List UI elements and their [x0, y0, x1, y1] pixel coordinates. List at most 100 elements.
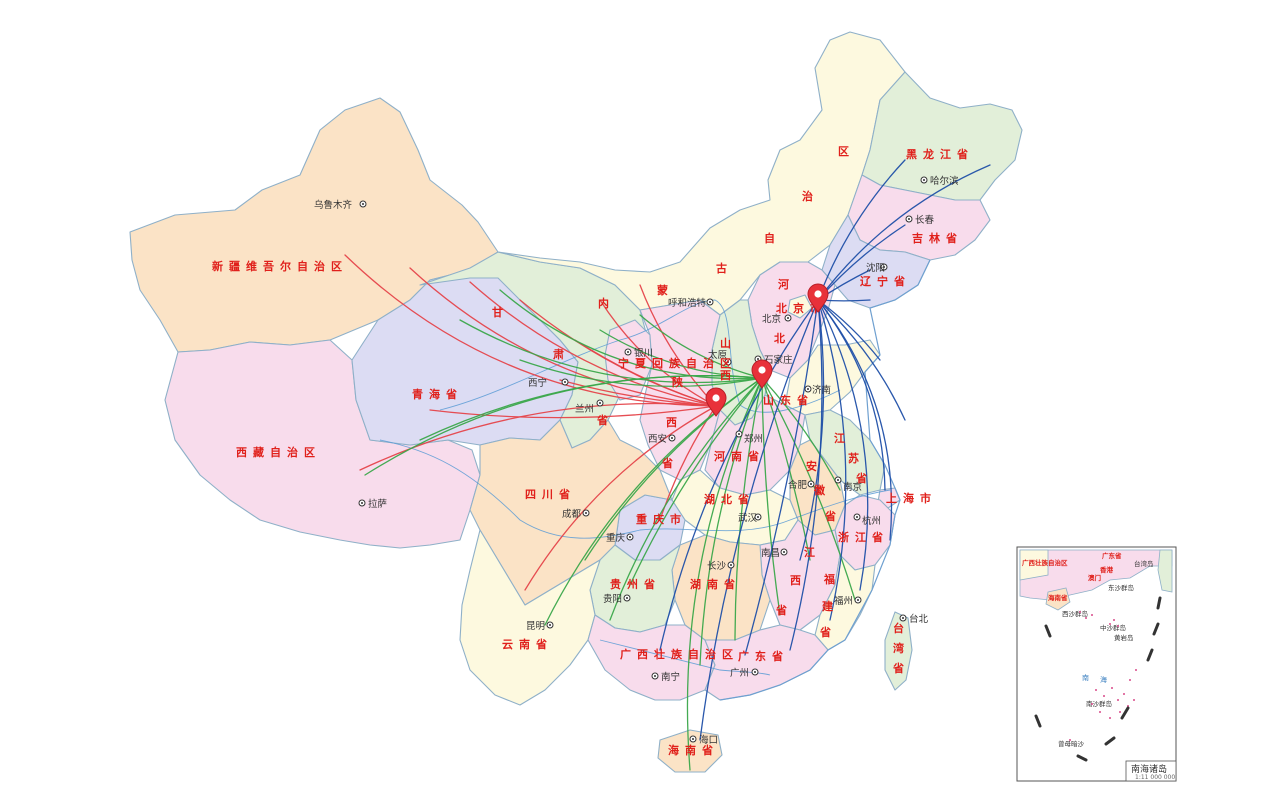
inset-title: 南海诸岛: [1131, 763, 1167, 775]
city-lhasa[interactable]: 拉萨: [358, 498, 388, 510]
region-label-fujian-1: 福: [823, 572, 841, 586]
region-label-gansu-2: 肃: [553, 347, 570, 361]
city-changsha[interactable]: 长沙: [707, 560, 735, 572]
city-label-jinan: 济南: [812, 384, 831, 396]
inset-scale: 1:11 000 000: [1135, 774, 1175, 781]
inset-label-sea-1: 南: [1082, 673, 1089, 682]
flow-line: [761, 377, 781, 616]
province-taiwan[interactable]: [884, 611, 913, 691]
region-label-jilin: 吉林省: [912, 231, 963, 245]
region-label-hubei: 湖北省: [704, 492, 755, 506]
city-label-xining: 西宁: [528, 377, 547, 389]
inset-guangxi: [1019, 549, 1049, 581]
region-label-ningxia: 宁夏回族自治区: [618, 356, 737, 370]
city-xining[interactable]: 西宁: [528, 377, 569, 389]
city-shenyang[interactable]: 沈阳: [866, 262, 888, 274]
city-label-haikou: 海口: [699, 734, 718, 746]
region-label-fujian-3: 省: [819, 625, 837, 639]
city-fuzhou[interactable]: 福州: [834, 595, 862, 607]
region-label-jiangxi-3: 省: [775, 603, 793, 617]
region-label-henan: 河南省: [714, 449, 765, 463]
city-yinchuan[interactable]: 银川: [624, 347, 653, 359]
region-label-taiwan-3: 省: [892, 661, 910, 675]
city-hefei[interactable]: 合肥: [788, 479, 815, 491]
city-label-harbin: 哈尔滨: [930, 175, 959, 187]
city-shijiazhuang[interactable]: 石家庄: [754, 354, 793, 366]
city-guangzhou[interactable]: 广州: [730, 667, 759, 679]
region-label-shaanxi-3: 省: [661, 456, 679, 470]
city-guiyang[interactable]: 贵阳: [603, 593, 631, 605]
city-layer: 乌鲁木齐 拉萨 西宁 兰州 银川 呼和浩特 哈尔滨 长春 沈阳 北京 太原 石家…: [314, 175, 959, 746]
province-shaanxi[interactable]: [639, 299, 721, 481]
flow-line: [599, 299, 717, 407]
province-hainan[interactable]: [657, 729, 723, 773]
region-label-neimenggu-4: 自: [764, 231, 781, 245]
city-chongqing[interactable]: 重庆: [606, 532, 634, 544]
city-label-shijiazhuang: 石家庄: [764, 354, 793, 366]
region-label-hebei-2: 北: [774, 331, 791, 345]
coastline: [719, 259, 931, 701]
region-label-heilongjiang: 黑龙江省: [906, 147, 974, 161]
flow-line: [699, 377, 763, 666]
city-nanchang[interactable]: 南昌: [761, 547, 788, 559]
city-kunming[interactable]: 昆明: [526, 621, 554, 632]
region-label-jiangsu-1: 江: [834, 431, 851, 445]
region-label-shanxi-1: 山: [720, 336, 737, 350]
flow-line: [734, 377, 763, 641]
map-pin-icon[interactable]: [751, 359, 773, 389]
region-label-anhui-1: 安: [806, 459, 823, 473]
city-chengdu[interactable]: 成都: [562, 508, 590, 520]
region-label-xinjiang: 新疆维吾尔自治区: [212, 259, 348, 273]
city-xian[interactable]: 西安: [648, 433, 676, 445]
region-label-zhejiang: 浙江省: [838, 530, 889, 544]
city-label-hohhot: 呼和浩特: [668, 297, 707, 309]
inset-label-taiwan: 台湾岛: [1134, 559, 1154, 568]
region-label-hunan: 湖南省: [690, 577, 741, 591]
inset-title-box: [1125, 760, 1177, 782]
region-label-neimenggu-1: 内: [598, 296, 615, 310]
flow-line: [499, 289, 763, 380]
map-pin-icon[interactable]: [705, 387, 727, 417]
city-label-changsha: 长沙: [707, 560, 727, 572]
region-label-taiwan-1: 台: [893, 621, 910, 635]
city-hangzhou[interactable]: 杭州: [853, 513, 881, 527]
city-zhengzhou[interactable]: 郑州: [735, 430, 763, 445]
city-taipei[interactable]: 台北: [899, 613, 929, 625]
map-pin-icon[interactable]: [807, 283, 829, 313]
region-label-neimenggu-5: 治: [802, 189, 819, 203]
flow-line: [359, 402, 717, 471]
region-label-guangdong: 广东省: [738, 649, 789, 663]
city-label-taipei: 台北: [909, 613, 929, 625]
region-label-guizhou: 贵州省: [610, 577, 661, 591]
flow-line: [519, 359, 763, 388]
region-label-jiangsu-3: 省: [855, 471, 873, 485]
city-lanzhou[interactable]: 兰州: [575, 399, 604, 415]
city-label-fuzhou: 福州: [834, 595, 853, 607]
city-urumqi[interactable]: 乌鲁木齐: [314, 199, 367, 211]
city-changchun[interactable]: 长春: [905, 214, 935, 226]
city-beijing[interactable]: 北京: [762, 313, 792, 325]
region-label-qinghai: 青海省: [412, 387, 463, 401]
city-label-beijing: 北京: [762, 313, 781, 325]
city-haikou[interactable]: 海口: [689, 734, 718, 746]
city-label-chengdu: 成都: [562, 508, 582, 520]
city-taiyuan[interactable]: 太原: [708, 349, 732, 366]
city-wuhan[interactable]: 武汉: [738, 512, 762, 524]
region-label-shanghai: 上海市: [886, 491, 937, 505]
city-hohhot[interactable]: 呼和浩特: [668, 297, 714, 309]
south-china-sea-inset[interactable]: 广东省 广西壮族自治区 海南省 香港 澳门 台湾岛 东沙群岛 西沙群岛 中沙群岛…: [1016, 546, 1177, 782]
hub-marker-layer: [705, 283, 829, 417]
inset-island-dots: [1069, 611, 1137, 741]
city-nanning[interactable]: 南宁: [651, 671, 680, 683]
city-label-yinchuan: 银川: [634, 347, 653, 359]
city-harbin[interactable]: 哈尔滨: [920, 175, 959, 187]
flow-line: [419, 375, 763, 441]
city-jinan[interactable]: 济南: [804, 384, 831, 396]
city-nanjing[interactable]: 南京: [834, 476, 862, 493]
region-label-neimenggu-2: 蒙: [657, 283, 674, 297]
region-label-gansu-1: 甘: [492, 305, 509, 319]
province-beijing[interactable]: [787, 294, 813, 319]
region-label-anhui-2: 徽: [813, 483, 831, 497]
flow-line: [799, 299, 825, 561]
